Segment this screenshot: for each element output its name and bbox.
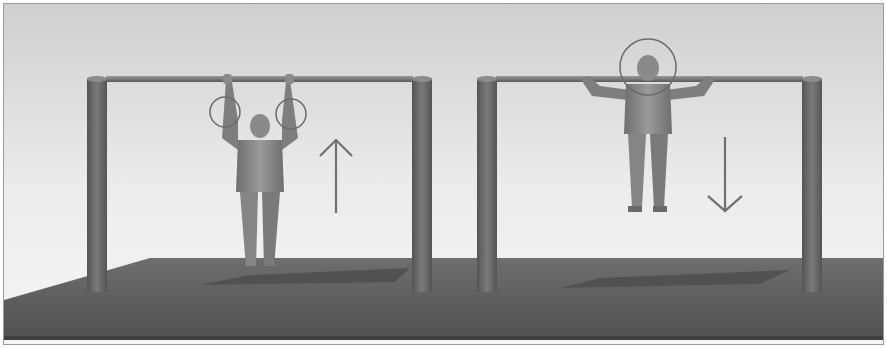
bar-rail <box>106 76 413 82</box>
figure-head <box>637 55 659 81</box>
ground-plane <box>4 258 883 340</box>
bar-post <box>477 78 497 292</box>
ground-edge <box>4 336 883 340</box>
bar-post <box>802 78 822 292</box>
bar-post <box>87 78 107 292</box>
figure-head <box>250 114 270 138</box>
bar-post <box>412 78 432 292</box>
